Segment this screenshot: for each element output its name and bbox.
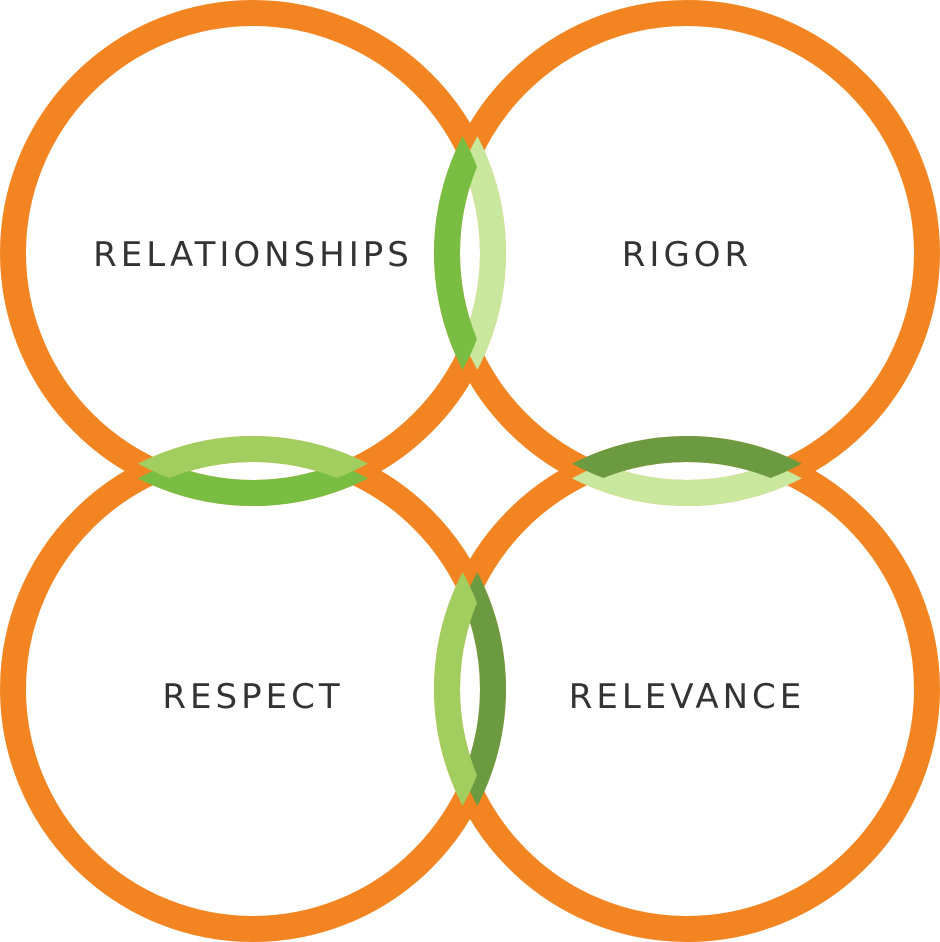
rigor-relationships-overlap (434, 13, 493, 493)
relationships-label: RELATIONSHIPS (93, 235, 413, 275)
relationships-rigor-overlap (447, 13, 506, 493)
respect-label: RESPECT (162, 677, 343, 717)
relationships-respect-overlap (13, 449, 493, 506)
respect-relevance-overlap (447, 449, 506, 929)
respect-relationships-overlap (13, 436, 493, 493)
relevance-rigor-overlap (447, 436, 927, 493)
relevance-label: RELEVANCE (569, 677, 806, 717)
rigor-relevance-overlap (447, 449, 927, 506)
relevance-respect-overlap (434, 449, 493, 929)
rigor-label: RIGOR (622, 235, 752, 275)
